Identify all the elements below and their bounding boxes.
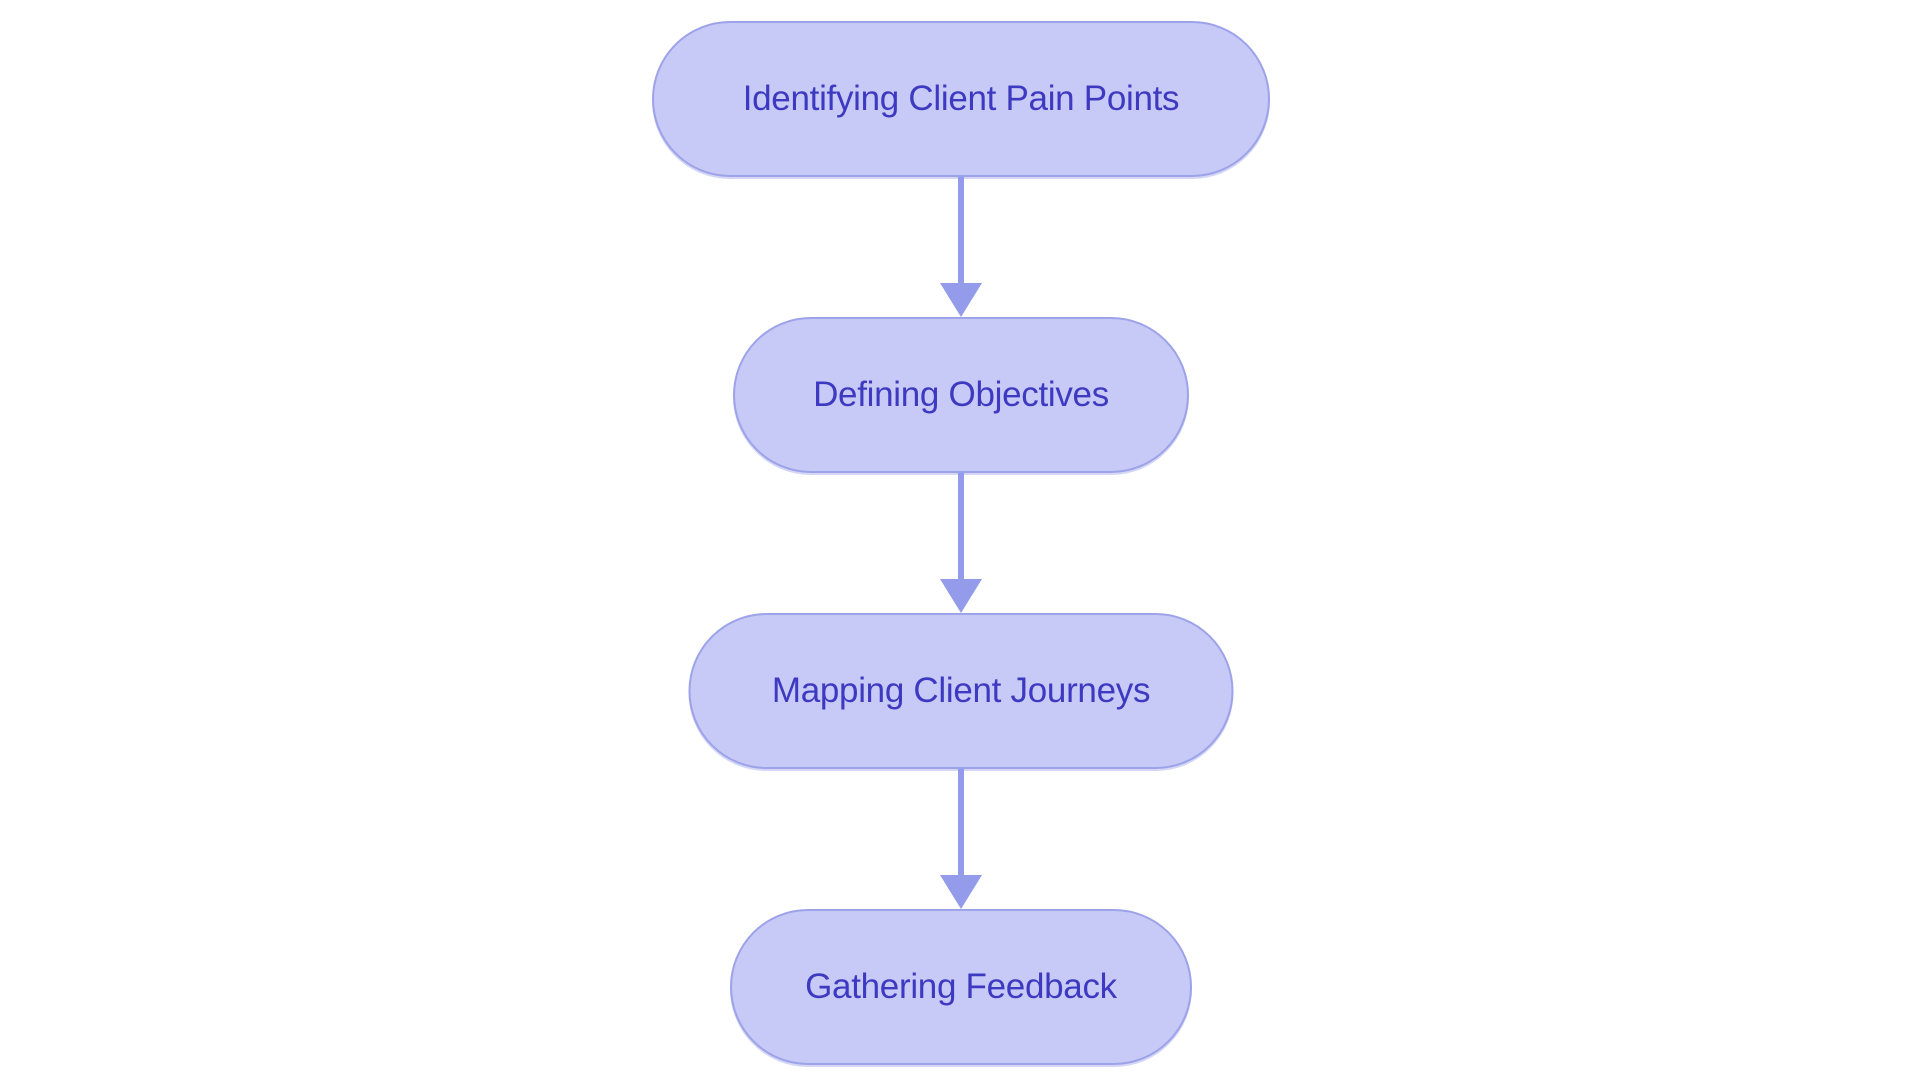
arrow-shaft — [958, 177, 964, 283]
flow-node-label: Gathering Feedback — [805, 967, 1117, 1006]
arrow-head-down-icon — [940, 579, 982, 613]
arrow-shaft — [958, 473, 964, 579]
arrow-shaft — [958, 769, 964, 875]
flow-edge-1 — [940, 177, 982, 317]
flow-node-label: Defining Objectives — [813, 375, 1109, 414]
flow-node-mapping-client-journeys: Mapping Client Journeys — [688, 613, 1234, 769]
flow-edge-2 — [940, 473, 982, 613]
flow-node-label: Mapping Client Journeys — [771, 671, 1151, 710]
flow-node-label: Identifying Client Pain Points — [742, 79, 1180, 118]
arrow-head-down-icon — [940, 283, 982, 317]
flow-edge-3 — [940, 769, 982, 909]
flow-node-gathering-feedback: Gathering Feedback — [730, 909, 1192, 1065]
flow-node-identifying-client-pain-points: Identifying Client Pain Points — [652, 21, 1270, 177]
arrow-head-down-icon — [940, 875, 982, 909]
flow-node-defining-objectives: Defining Objectives — [733, 317, 1189, 473]
